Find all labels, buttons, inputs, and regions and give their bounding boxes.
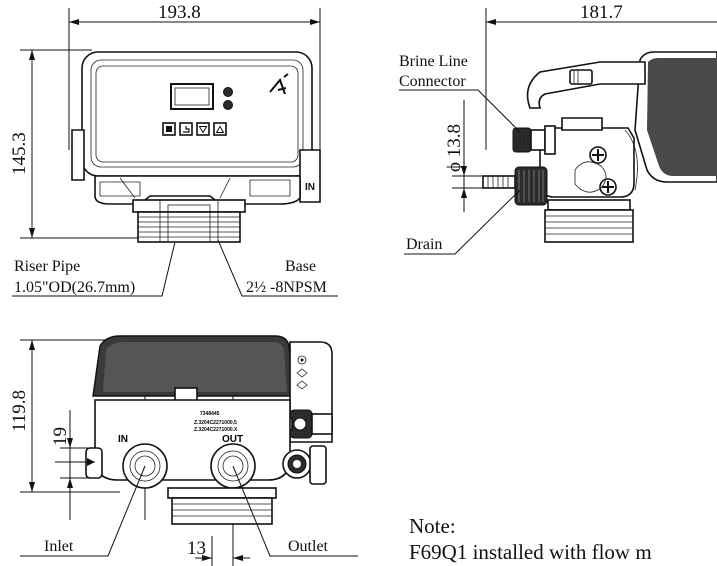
side-width-dimension: 181.7 [580, 2, 623, 23]
riser-pipe-label: Riser Pipe [14, 258, 80, 275]
front-height-dimension: 145.3 [9, 132, 30, 175]
part-number-3: Z.3204C2271000.X [194, 427, 238, 433]
riser-pipe-spec: 1.05"OD(26.7mm) [14, 279, 135, 296]
indicator-led-icon [223, 87, 233, 97]
brine-line-label-line2: Connector [399, 73, 466, 90]
front-view: 193.8 145.3 IN [9, 2, 338, 297]
front-port-in-label: IN [305, 182, 315, 193]
keypad-up-icon [213, 122, 227, 136]
front-width-dimension: 193.8 [158, 2, 201, 23]
part-number-2: Z.3204C2271000.5 [194, 420, 237, 426]
brine-line-label-line1: Brine Line [399, 53, 468, 70]
base-label: Base [285, 258, 316, 275]
indicator-led-icon [223, 100, 233, 110]
drain-diameter-dimension: ϕ 13.8 [444, 124, 465, 172]
keypad [162, 122, 227, 136]
bottom-dimension: 13 [187, 538, 206, 559]
drain-label: Drain [406, 236, 442, 253]
side-view: 181.7 ϕ 1 [399, 2, 717, 255]
top-port-in-label: IN [118, 434, 128, 445]
note-text: F69Q1 installed with flow m [409, 540, 652, 564]
inlet-label: Inlet [44, 538, 74, 555]
offset-dimension: 19 [50, 427, 71, 446]
top-port-out-label: OUT [222, 434, 243, 445]
base-spec: 2½ -8NPSM [246, 279, 327, 296]
brand-logo-icon [269, 73, 289, 95]
top-height-dimension: 119.8 [9, 390, 30, 432]
note-title: Note: [409, 514, 456, 538]
part-number-1: 7348445 [200, 411, 220, 417]
outlet-label: Outlet [288, 538, 329, 555]
top-view: 119.8 19 70 7348445 Z.3204C2271000.5 [9, 335, 358, 566]
